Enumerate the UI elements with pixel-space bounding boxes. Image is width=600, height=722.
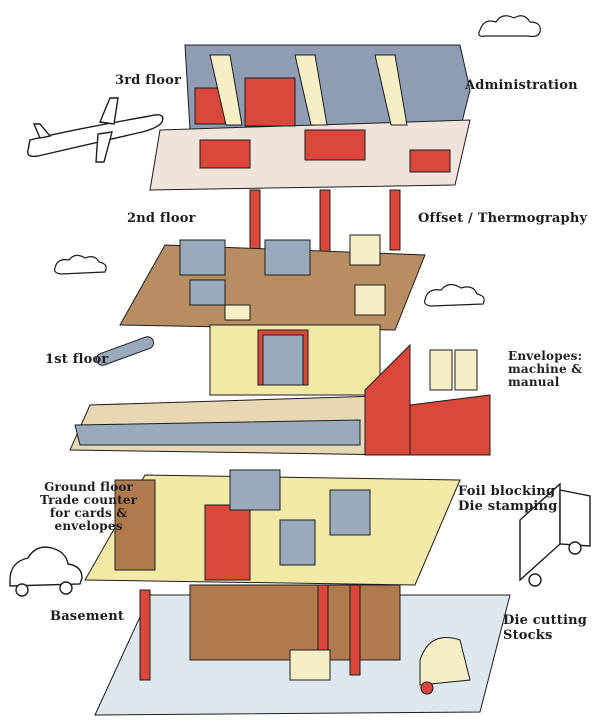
cloud-left: [54, 254, 107, 275]
floor-subline: envelopes: [54, 519, 123, 533]
label-third-floor: 3rd floor: [115, 73, 181, 88]
label-ground-floor: Ground floor Trade counter for cards & e…: [40, 481, 137, 533]
floor-first-illustration: [69, 324, 491, 456]
label-administration: Administration: [465, 78, 578, 93]
department-line: Die stamping: [458, 499, 558, 514]
label-second-floor: 2nd floor: [127, 211, 196, 226]
department-line: Foil blocking: [458, 484, 556, 499]
floor-second-illustration: [119, 234, 426, 331]
department-line: manual: [508, 375, 560, 389]
label-basement: Basement: [50, 609, 124, 624]
floor-name: 3rd floor: [115, 73, 182, 88]
floor-name: 1st floor: [45, 352, 109, 367]
department-line: machine &: [508, 362, 583, 376]
department-name: Administration: [465, 78, 578, 93]
airplane-icon: [27, 97, 164, 163]
label-envelopes: Envelopes: machine & manual: [508, 350, 582, 389]
label-offset-thermography: Offset / Thermography: [418, 211, 587, 226]
floor-name: Ground floor: [44, 480, 134, 494]
floor-subline: Trade counter: [40, 493, 138, 507]
cloud-right: [424, 283, 485, 307]
label-first-floor: 1st floor: [45, 352, 108, 367]
department-line: Die cutting: [503, 613, 588, 628]
cloud-top-right: [478, 15, 541, 38]
label-die-cutting-stocks: Die cutting Stocks: [503, 613, 587, 643]
department-name: Offset / Thermography: [418, 211, 588, 226]
label-foil-blocking: Foil blocking Die stamping: [458, 484, 557, 514]
floor-subline: for cards &: [49, 506, 128, 520]
department-line: Stocks: [503, 628, 553, 643]
floor-ground-illustration: [84, 469, 461, 586]
car-icon: [9, 546, 83, 597]
floor-basement-illustration: [94, 584, 511, 716]
department-line: Envelopes:: [508, 349, 583, 363]
floor-third-illustration: [149, 44, 471, 191]
floor-name: Basement: [50, 609, 125, 624]
floor-name: 2nd floor: [127, 211, 196, 226]
truck-icon: [519, 482, 591, 587]
